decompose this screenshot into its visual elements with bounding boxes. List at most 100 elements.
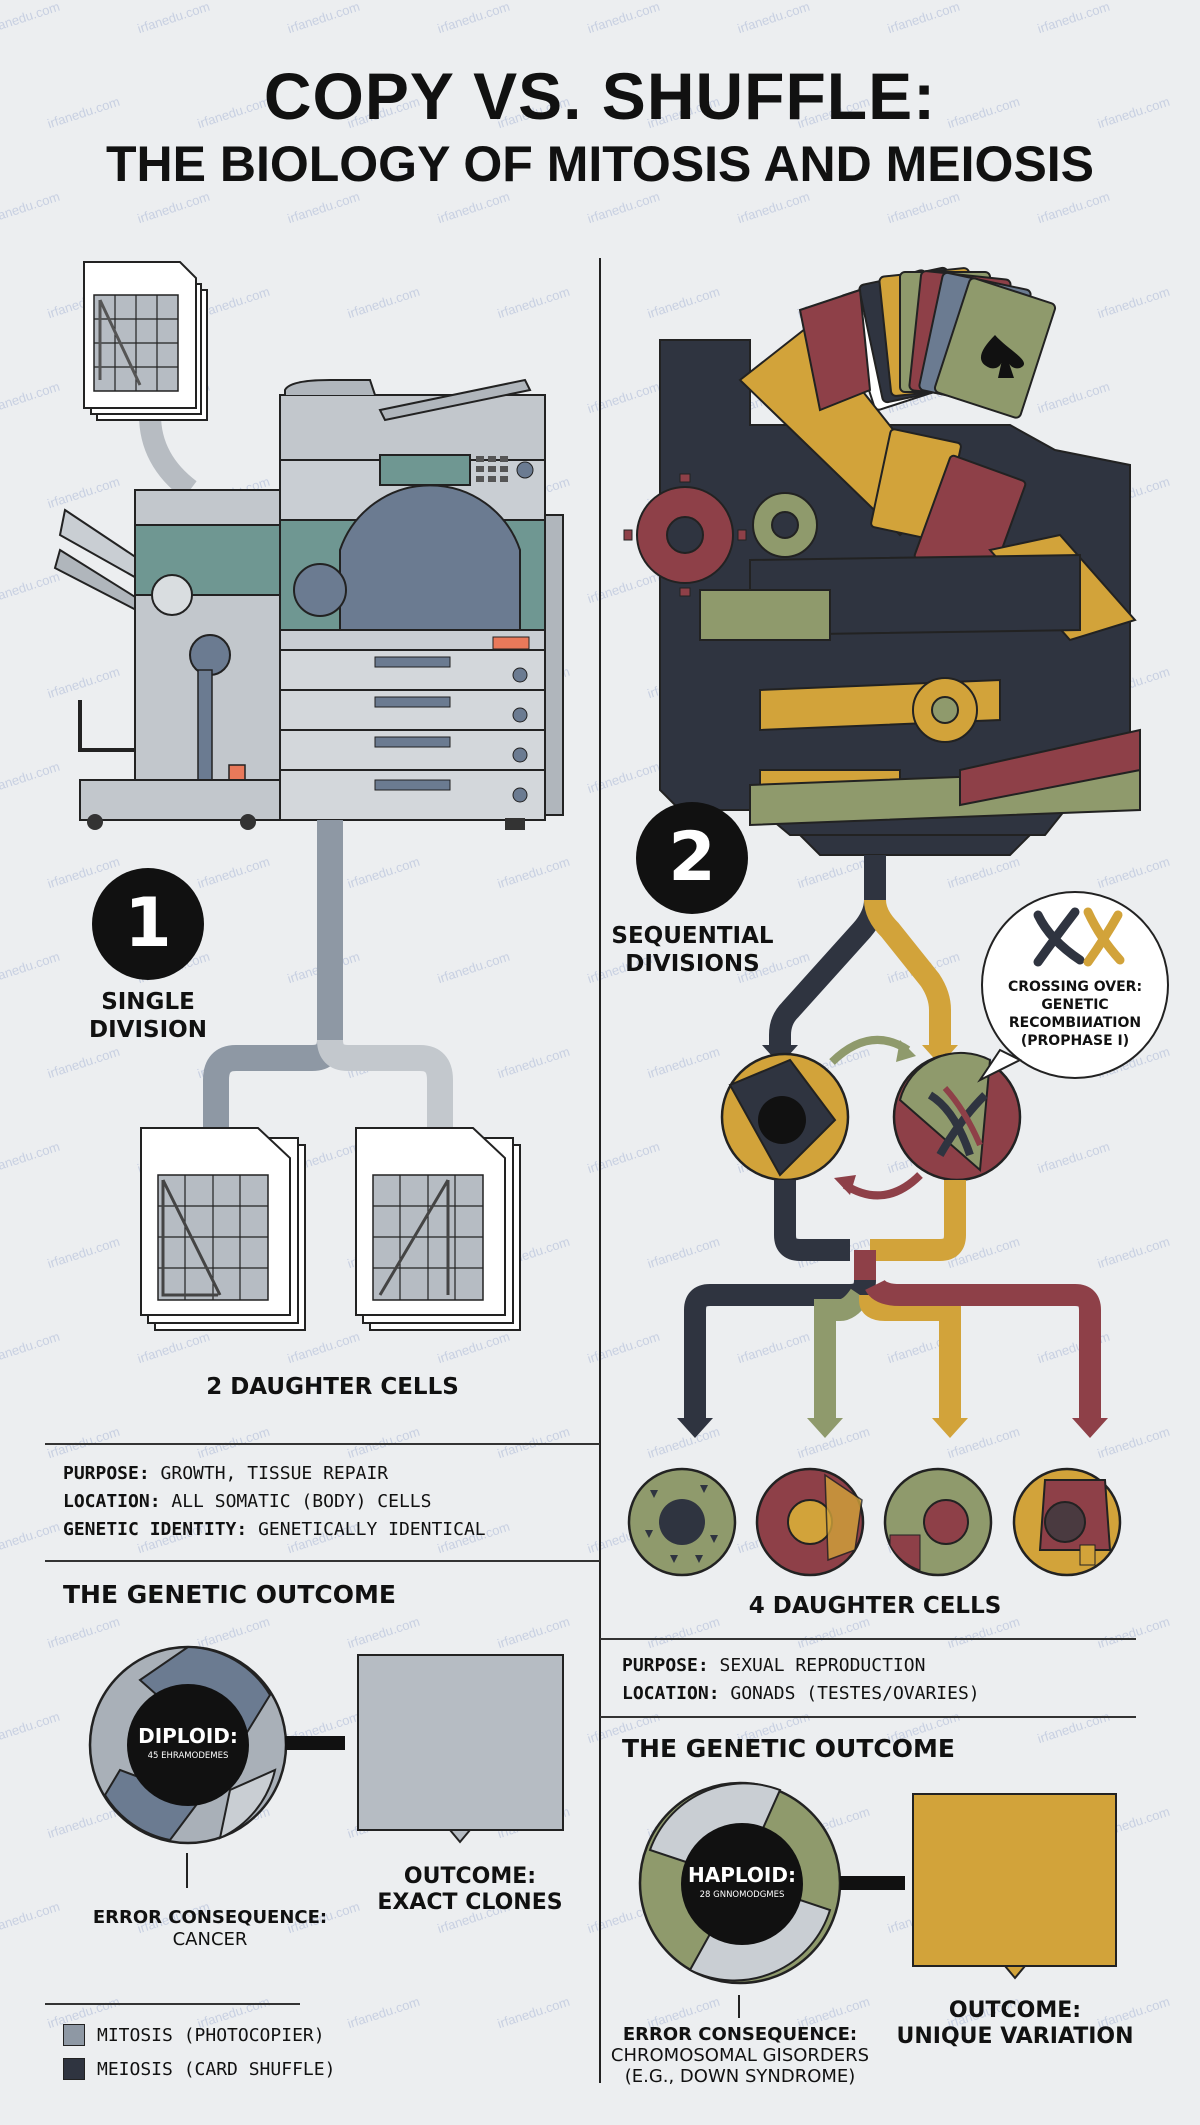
- meiosis-illustration: [623, 266, 1169, 1577]
- watermark-text: irfanedu.com: [0, 1518, 62, 1557]
- paper-feed-tube: [139, 414, 197, 499]
- mitosis-outcome-heading: THE GENETIC OUTCOME: [63, 1580, 396, 1609]
- playing-cards-icon: [838, 266, 1057, 419]
- crossing-over-label: CROSSING OVER: GENETIC RECOMBIИATION (PR…: [1000, 978, 1150, 1050]
- outcome-connector: [285, 1736, 345, 1750]
- step-1-badge: 1: [92, 868, 204, 980]
- watermark-text: irfanedu.com: [0, 1898, 62, 1937]
- crossing-over-line-4: (PROPHASE I): [1020, 1033, 1130, 1049]
- sequential-divisions-line-2: DIVISIONS: [625, 951, 760, 977]
- watermark-text: irfanedu.com: [495, 1993, 572, 2032]
- photocopier-icon: [53, 378, 564, 830]
- mitosis-identity: GENETIC IDENTITY: GENETICALLY IDENTICAL: [63, 1519, 486, 1540]
- step-2-badge: 2: [636, 802, 748, 914]
- meiosis-outcome-heading: THE GENETIC OUTCOME: [622, 1734, 955, 1763]
- mitosis-error-value: CANCER: [172, 1929, 248, 1950]
- gear-icon: [623, 473, 747, 597]
- center-divider: [599, 258, 601, 2083]
- haploid-subtitle: 28 GNNOMODGMES: [699, 1890, 785, 1900]
- watermark-text: irfanedu.com: [1095, 1613, 1172, 1652]
- division-cell-1-icon: [720, 1052, 850, 1182]
- watermark-text: irfanedu.com: [1035, 188, 1112, 227]
- exact-clones-box: [357, 1654, 564, 1831]
- meiosis-outcome-value: UNIQUE VARIATION: [896, 2024, 1134, 2049]
- daughter-document-2-icon: [355, 1127, 521, 1331]
- copy-output-pipe: [203, 820, 453, 1130]
- mitosis-error-label: ERROR CONSEQUENCE:: [92, 1907, 328, 1928]
- watermark-text: irfanedu.com: [135, 0, 212, 37]
- meiosis-location: LOCATION: GONADS (TESTES/OVARIES): [622, 1683, 980, 1704]
- haploid-badge: HAPLOID: 28 GNNOMODGMES: [681, 1823, 803, 1945]
- page-title: COPY VS. SHUFFLE:: [263, 59, 937, 133]
- watermark-text: irfanedu.com: [285, 188, 362, 227]
- mitosis-outcome-value: EXACT CLONES: [377, 1890, 563, 1915]
- exchange-arrow-bottom: [842, 1172, 923, 1200]
- legend-rule: [45, 2003, 300, 2005]
- meiosis-outcome-label: OUTCOME: UNIQUE VARIATION: [895, 1998, 1135, 2050]
- meiosis-purpose: PURPOSE: SEXUAL REPRODUCTION: [622, 1655, 926, 1676]
- watermark-text: irfanedu.com: [585, 0, 662, 37]
- legend-label-mitosis: MITOSIS (PHOTOCOPIER): [97, 2024, 325, 2046]
- legend-item-mitosis: MITOSIS (PHOTOCOPIER): [63, 2024, 335, 2046]
- crossing-over-line-2: GENETIC: [1041, 997, 1109, 1013]
- meiosis-outcome-connector: [840, 1876, 905, 1890]
- daughter-cell-4-icon: [1012, 1467, 1122, 1577]
- meiosis-daughter-cells-label: 4 DAUGHTER CELLS: [748, 1593, 1002, 1619]
- meiosis-error-label: ERROR CONSEQUENCE:: [622, 2024, 858, 2045]
- mitosis-info-block: PURPOSE: GROWTH, TISSUE REPAIR LOCATION:…: [63, 1460, 593, 1544]
- meiosis-rule-2: [600, 1716, 1136, 1718]
- crossing-over-line-1: CROSSING OVER:: [1007, 979, 1143, 995]
- watermark-text: irfanedu.com: [285, 0, 362, 37]
- legend-item-meiosis: MEIOSIS (CARD SHUFFLE): [63, 2058, 335, 2080]
- watermark-text: irfanedu.com: [0, 0, 62, 37]
- haploid-title: HAPLOID:: [688, 1863, 796, 1887]
- mitosis-illustration: [53, 261, 564, 1331]
- card-shuffler-icon: [623, 288, 1141, 856]
- mitosis-rule-2: [45, 1560, 600, 1562]
- watermark-text: irfanedu.com: [0, 188, 62, 227]
- watermark-text: irfanedu.com: [435, 0, 512, 37]
- sequential-divisions-label: SEQUENTIAL DIVISIONS: [600, 922, 785, 978]
- legend: MITOSIS (PHOTOCOPIER) MEIOSIS (CARD SHUF…: [63, 2024, 335, 2080]
- diploid-subtitle: 45 EHRAMODEMES: [147, 1751, 229, 1761]
- watermark-text: irfanedu.com: [135, 188, 212, 227]
- mitosis-daughter-cells-label: 2 DAUGHTER CELLS: [206, 1374, 459, 1400]
- daughter-cell-1-icon: [627, 1467, 737, 1577]
- watermark-text: irfanedu.com: [885, 188, 962, 227]
- sequential-divisions-line-1: SEQUENTIAL: [611, 923, 774, 949]
- watermark-text: irfanedu.com: [0, 1708, 62, 1747]
- daughter-document-1-icon: [140, 1127, 306, 1331]
- single-division-label: SINGLE DIVISION: [58, 988, 238, 1044]
- watermark-text: irfanedu.com: [585, 188, 662, 227]
- diploid-title: DIPLOID:: [138, 1724, 238, 1748]
- meiosis-rule-1: [600, 1638, 1136, 1640]
- meiosis-info-block: PURPOSE: SEXUAL REPRODUCTION LOCATION: G…: [622, 1652, 1142, 1708]
- diploid-badge: DIPLOID: 45 EHRAMODEMES: [127, 1684, 249, 1806]
- legend-swatch-mitosis: [63, 2024, 85, 2046]
- watermark-text: irfanedu.com: [885, 0, 962, 37]
- legend-label-meiosis: MEIOSIS (CARD SHUFFLE): [97, 2058, 336, 2080]
- source-document-icon: [83, 261, 208, 421]
- pipe-dark: [769, 855, 886, 1050]
- page-subtitle: THE BIOLOGY OF MITOSIS AND MEIOSIS: [105, 136, 1095, 192]
- crossing-over-line-3: RECOMBIИATION: [1008, 1015, 1142, 1031]
- single-division-line-2: DIVISION: [89, 1017, 207, 1043]
- single-division-line-1: SINGLE: [101, 989, 195, 1015]
- watermark-text: irfanedu.com: [1035, 1708, 1112, 1747]
- pipe-gold: [864, 899, 951, 1050]
- mitosis-error-consequence: ERROR CONSEQUENCE: CANCER: [70, 1907, 350, 1951]
- watermark-text: irfanedu.com: [1035, 0, 1112, 37]
- division-cell-2-icon: [892, 1051, 1022, 1182]
- mitosis-outcome-label: OUTCOME: EXACT CLONES: [360, 1864, 580, 1916]
- meiosis-error-value-2: (E.G., DOWN SYNDROME): [624, 2066, 856, 2087]
- meiosis-outcome-key: OUTCOME:: [948, 1998, 1082, 2023]
- watermark-text: irfanedu.com: [435, 188, 512, 227]
- daughter-cell-3-icon: [883, 1467, 993, 1577]
- mitosis-rule-1: [45, 1443, 600, 1445]
- mitosis-purpose: PURPOSE: GROWTH, TISSUE REPAIR: [63, 1463, 389, 1484]
- daughter-cell-2-icon: [755, 1467, 865, 1577]
- watermark-text: irfanedu.com: [345, 1993, 422, 2032]
- exchange-arrow-top: [829, 1035, 911, 1065]
- unique-variation-box: [912, 1793, 1117, 1967]
- watermark-text: irfanedu.com: [735, 188, 812, 227]
